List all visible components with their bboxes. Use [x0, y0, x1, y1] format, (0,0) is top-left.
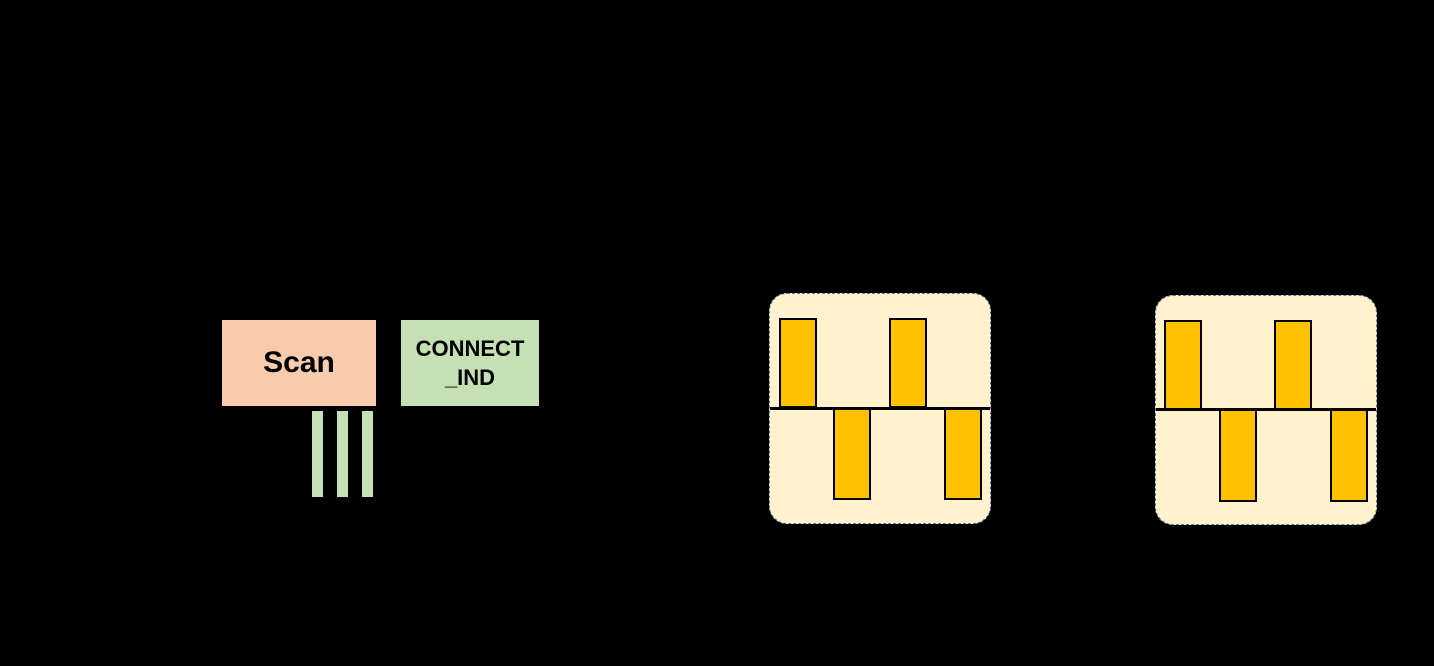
timing-panel: [769, 293, 991, 524]
scan-label: Scan: [263, 346, 335, 379]
scan-stripe: [337, 411, 348, 497]
pulse-above: [779, 318, 817, 408]
pulse-below: [1330, 409, 1368, 502]
pulse-below: [944, 408, 982, 500]
pulse-below: [833, 408, 871, 500]
pulse-above: [1164, 320, 1202, 410]
scan-stripe: [362, 411, 373, 497]
scan-stripe: [312, 411, 323, 497]
scan-block: Scan: [222, 320, 376, 406]
connect-ind-block: CONNECT _IND: [401, 320, 539, 406]
pulse-above: [889, 318, 927, 408]
timing-panel: [1155, 295, 1377, 525]
pulse-below: [1219, 409, 1257, 502]
connect-ind-label: CONNECT _IND: [415, 336, 525, 390]
timing-baseline: [770, 407, 990, 410]
pulse-above: [1274, 320, 1312, 410]
timing-baseline: [1156, 408, 1376, 411]
